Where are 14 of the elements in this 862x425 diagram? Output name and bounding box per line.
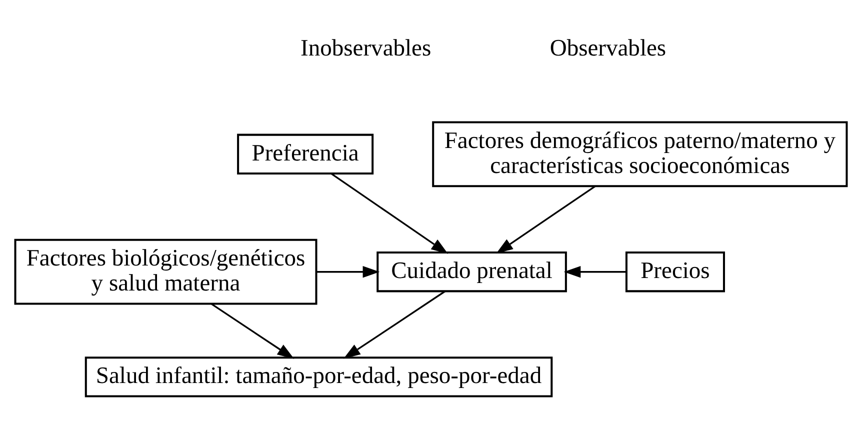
node-box: Factores demográficos paterno/materno y características socioeconómicas	[432, 120, 848, 187]
label: Observables	[550, 34, 666, 61]
arrow	[316, 265, 380, 278]
arrow	[344, 290, 446, 358]
node-box: Factores biológicos/genéticos y salud materna	[14, 238, 318, 304]
arrow	[496, 184, 596, 254]
node-box: Cuidado prenatal	[376, 251, 567, 292]
arrow	[330, 172, 448, 254]
node-box: Precios	[625, 251, 725, 292]
label: Inobservables	[300, 34, 432, 61]
arrow	[564, 265, 626, 278]
node-box: Preferencia	[237, 133, 374, 174]
node-box: Salud infantil: tamaño-por-edad, peso-por-edad	[84, 356, 553, 397]
arrow	[211, 302, 294, 358]
